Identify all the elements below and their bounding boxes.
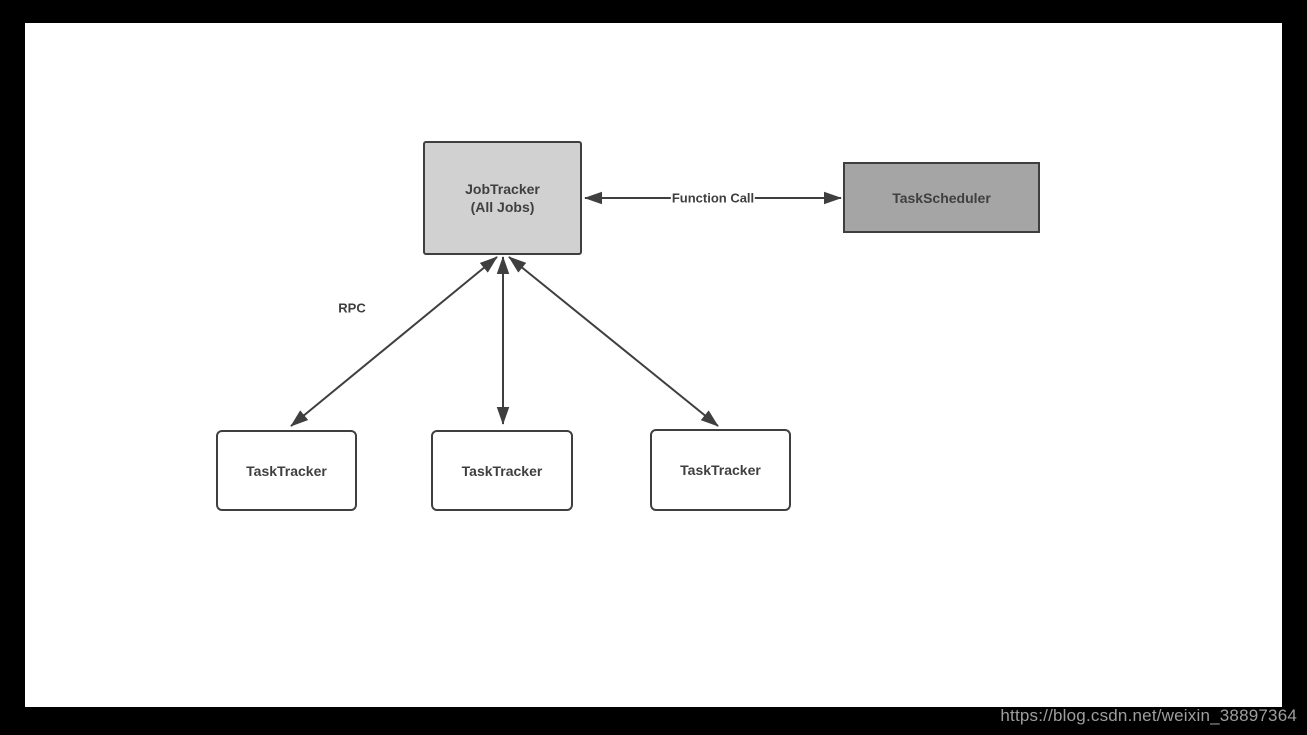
arrow-layer — [290, 191, 842, 427]
watermark: https://blog.csdn.net/weixin_38897364 — [1000, 706, 1297, 725]
node-tasktracker-right: TaskTracker — [650, 429, 791, 511]
tasktracker-left-label: TaskTracker — [246, 462, 327, 479]
taskscheduler-label: TaskScheduler — [892, 189, 991, 206]
node-taskscheduler: TaskScheduler — [843, 162, 1040, 233]
tasktracker-middle-label: TaskTracker — [461, 462, 543, 479]
rpc-arrow-right — [508, 256, 719, 427]
node-tasktracker-middle: TaskTracker — [431, 430, 573, 511]
function-call-edge-label: Function Call — [670, 190, 756, 206]
jobtracker-label-line2: (All Jobs) — [470, 199, 535, 215]
diagram-canvas: JobTracker (All Jobs) TaskScheduler Task… — [25, 23, 1282, 707]
node-jobtracker: JobTracker (All Jobs) — [423, 141, 582, 255]
node-tasktracker-left: TaskTracker — [216, 430, 357, 511]
tasktracker-right-label: TaskTracker — [680, 462, 761, 478]
rpc-edge-label: RPC — [338, 300, 366, 316]
jobtracker-label-line1: JobTracker — [465, 181, 540, 197]
rpc-arrow-left — [290, 256, 498, 427]
